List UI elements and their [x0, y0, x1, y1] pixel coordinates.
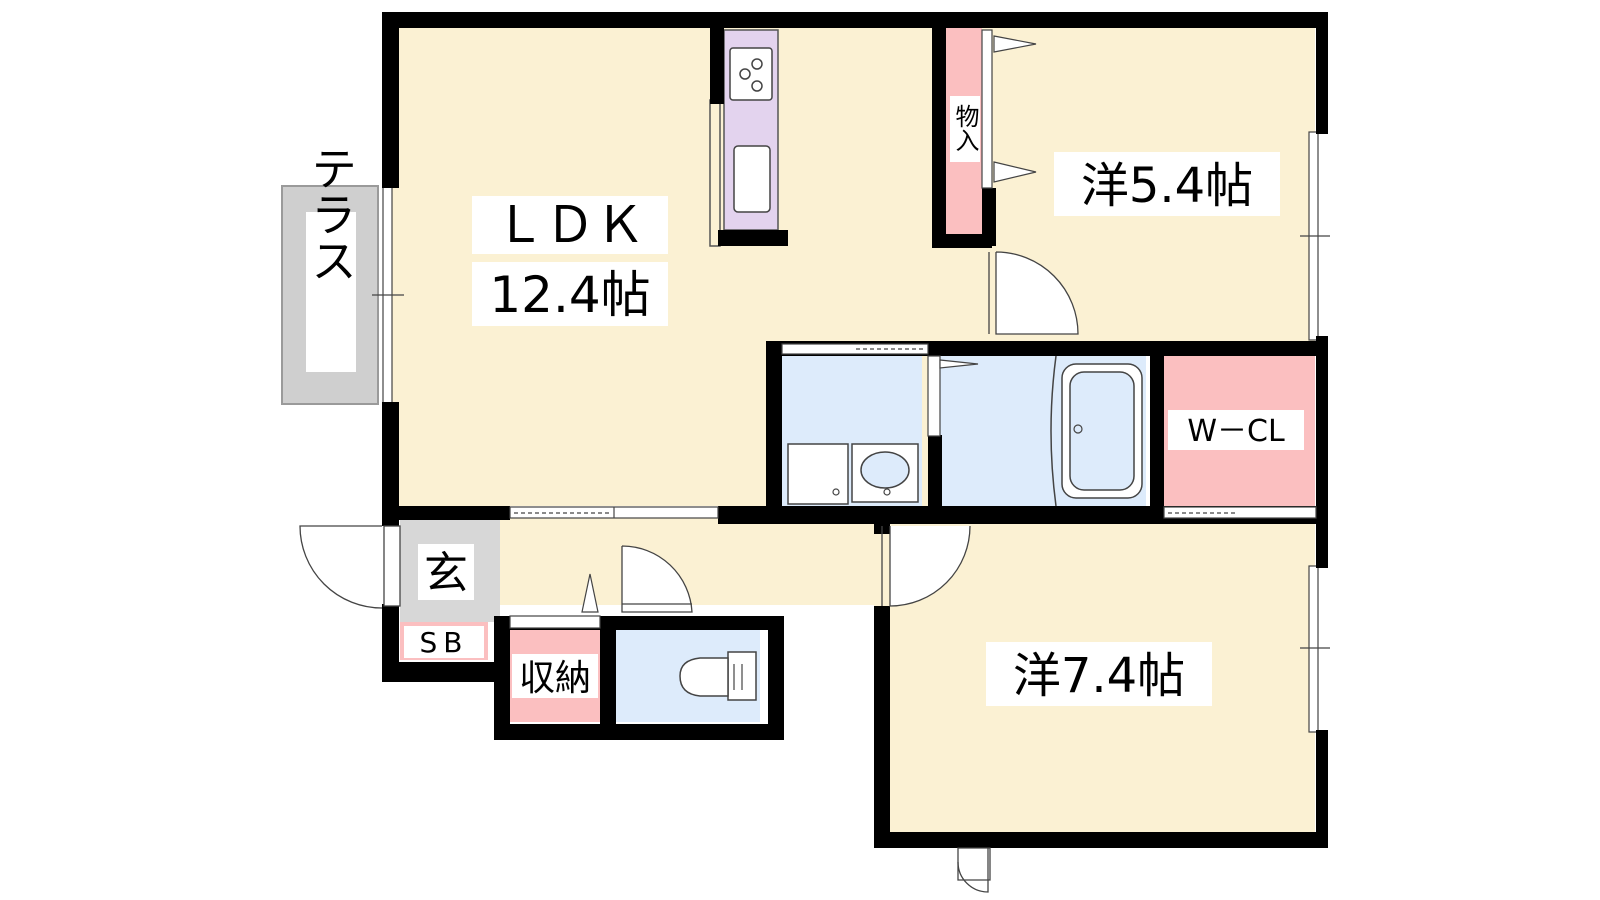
wall-shoebox-bottom: [382, 662, 510, 682]
sliding-door-washroom: [781, 343, 929, 355]
ldk-size: 12.4帖: [489, 266, 650, 324]
ldk-name-bg: [472, 196, 668, 254]
wall-corridor-upper: [382, 506, 510, 520]
wcl-bg: [1168, 410, 1304, 450]
door-lower-room: [889, 525, 971, 607]
fold-triangle: [581, 573, 599, 613]
wall-left-mid: [382, 402, 399, 526]
wall-kitchen-cap: [718, 230, 788, 246]
terrace-label-bg: [306, 212, 356, 372]
storage-upper-label: 物入: [951, 104, 979, 152]
window-lower-right: [1308, 565, 1319, 733]
ldk-name: ＬＤＫ: [495, 196, 645, 254]
wall-storage-upper-left: [932, 26, 946, 248]
western-upper-bg: [1054, 152, 1280, 216]
kitchen-counter: [709, 29, 779, 247]
toilet-icon: [679, 657, 729, 697]
sink-icon: [733, 145, 771, 213]
wall-top: [382, 12, 1328, 28]
bath-door: [927, 355, 941, 437]
wall-toilet-right: [768, 616, 784, 740]
labels: ＬＤＫ 12.4帖 洋5.4帖 洋7.4帖 物入 W－CL テラス 玄 SB 収…: [304, 96, 1304, 706]
door-bottom-outlet: [957, 847, 991, 881]
burner-icon: [751, 58, 763, 70]
wall-corridor-lower: [874, 606, 890, 620]
sliding-doors: [509, 29, 1317, 629]
wall-washroom-left: [766, 341, 782, 521]
sliding-door-wcl: [1163, 506, 1317, 519]
burner-icon: [739, 68, 751, 80]
wall-right-top: [1316, 12, 1328, 134]
folding-door-storage: [981, 29, 993, 189]
wall-left-upper: [382, 12, 399, 188]
western-lower-label: 洋7.4帖: [1013, 648, 1185, 704]
terrace-label: テラス: [304, 145, 358, 283]
door-bottom-swing: [957, 848, 989, 893]
bathtub-drain: [1073, 424, 1083, 434]
wall-storage-toilet: [600, 616, 616, 740]
shoebox-label: SB: [420, 626, 469, 659]
door-toilet: [621, 545, 693, 613]
fixtures: [679, 355, 1143, 701]
washbasin-bowl: [860, 451, 910, 489]
storage-upper-bg: [950, 96, 980, 162]
entrance-label: 玄: [424, 548, 468, 599]
fold-triangle: [939, 359, 979, 369]
western-upper-label: 洋5.4帖: [1081, 158, 1253, 214]
faucet-icon: [883, 488, 891, 496]
swing-doors: [299, 251, 1079, 893]
wall-kitchen-stub: [710, 26, 724, 104]
wall-right-low: [1316, 730, 1328, 848]
ldk-size-bg: [472, 262, 668, 326]
folding-indicators: [581, 35, 1037, 613]
wall-bath-wcl: [1150, 341, 1164, 517]
door-upper-room: [995, 251, 1079, 335]
storage-lower-label-bg: [512, 654, 598, 698]
wall-bath-divider: [928, 435, 942, 515]
burner-icon: [751, 80, 763, 92]
washing-machine-icon: [787, 443, 849, 505]
wall-right-mid: [1316, 336, 1328, 568]
western-lower-bg: [986, 642, 1212, 706]
storage-lower-door: [509, 615, 601, 629]
fold-triangle: [993, 35, 1037, 53]
wall-bottom-right: [874, 832, 1328, 848]
bath-curtain: [1050, 355, 1057, 507]
walls: [382, 12, 1328, 848]
wcl-label: W－CL: [1187, 414, 1285, 449]
wall-upper-room-partition: [982, 188, 996, 246]
door-entrance-frame: [383, 525, 401, 607]
fold-triangle: [993, 161, 1037, 183]
door-entrance: [299, 525, 383, 609]
washing-machine-knob: [832, 488, 840, 496]
kitchen-side-panel: [709, 99, 721, 247]
bathtub-basin: [1069, 371, 1135, 491]
shoebox-label-bg: [404, 626, 484, 658]
wall-toilet-bottom: [494, 724, 784, 740]
wall-storage-upper-bottom: [932, 234, 992, 248]
stove-icon: [729, 47, 773, 101]
wall-lower-left: [874, 610, 890, 848]
entrance-label-bg: [418, 544, 474, 600]
storage-lower-label: 収納: [519, 658, 591, 699]
